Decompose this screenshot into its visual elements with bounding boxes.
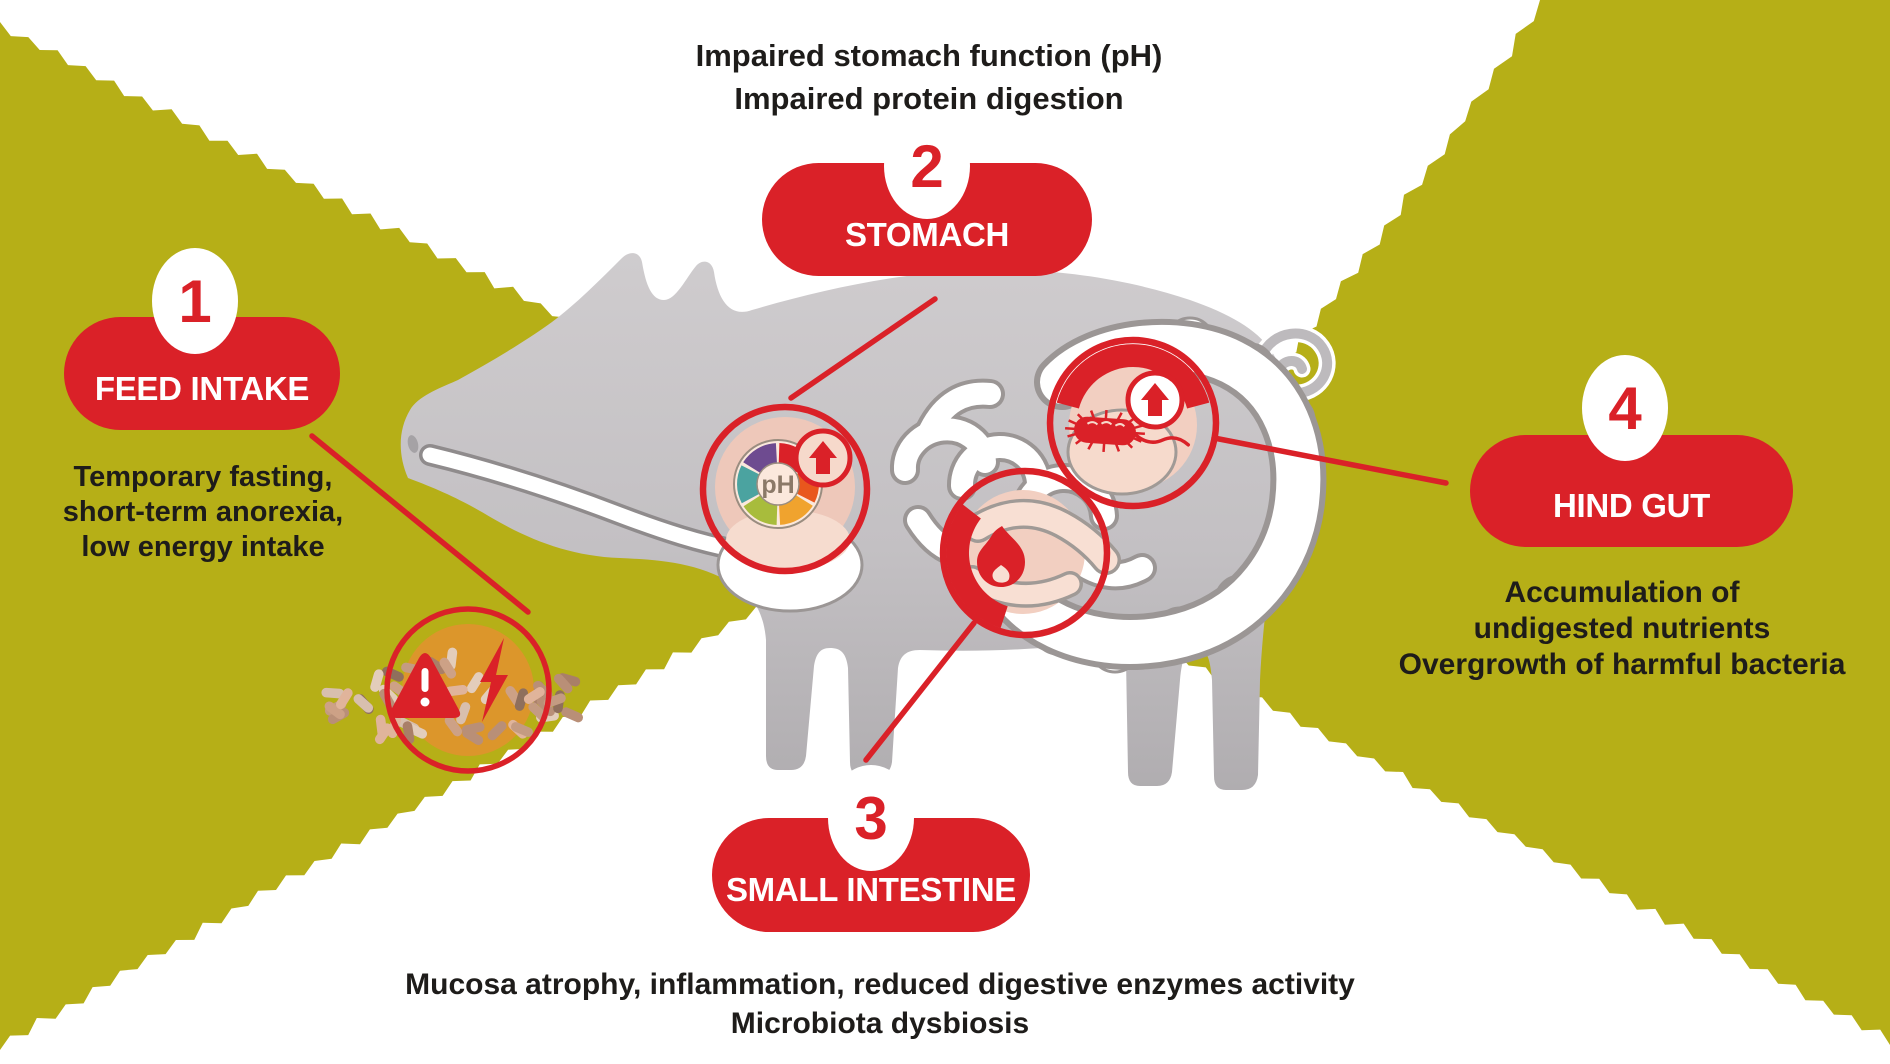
- small-intestine-highlight-circle: [939, 467, 1111, 639]
- note-line: Temporary fasting,: [73, 461, 333, 493]
- small-intestine-note: Mucosa atrophy, inflammation, reduced di…: [405, 965, 1355, 1043]
- badge-number-4: 4: [1582, 355, 1668, 461]
- leader-line-feed-intake: [309, 433, 531, 615]
- badge-small-intestine: SMALL INTESTINE: [712, 818, 1030, 932]
- up-arrow-icon: [1125, 370, 1185, 430]
- inflammation-crescent-small-intestine: [946, 504, 1008, 629]
- green-triangle-left: [0, 22, 940, 1050]
- note-line: short-term anorexia,: [62, 496, 344, 528]
- leader-line-hind-gut: [1211, 435, 1449, 486]
- flame-icon: [977, 526, 1025, 587]
- hind-gut-note: Accumulation of undigested nutrients Ove…: [1399, 575, 1846, 683]
- note-line: Microbiota dysbiosis: [730, 1007, 1030, 1040]
- note-line: undigested nutrients: [1473, 612, 1771, 645]
- pig-nostril: [407, 435, 419, 453]
- feed-warning-callout: [321, 606, 584, 774]
- badge-number-text: 2: [910, 133, 944, 200]
- badge-label: FEED INTAKE: [94, 369, 310, 407]
- note-line: Impaired protein digestion: [734, 81, 1124, 116]
- badge-number-text: 4: [1608, 375, 1642, 442]
- badge-number-3: 3: [828, 765, 914, 871]
- badge-label: SMALL INTESTINE: [725, 871, 1017, 908]
- hind-gut-highlight-circle: [1046, 336, 1220, 510]
- stomach-highlight-circle: [699, 403, 871, 575]
- badge-number-text: 1: [178, 268, 212, 335]
- esophagus-line: [419, 444, 747, 561]
- note-line: Overgrowth of harmful bacteria: [1398, 648, 1846, 681]
- leader-line-small-intestine: [863, 620, 977, 763]
- warning-circle-ring: [384, 606, 552, 774]
- badge-number-1: 1: [152, 248, 238, 354]
- badge-number-2: 2: [884, 113, 970, 219]
- badge-label: STOMACH: [844, 215, 1010, 253]
- badge-number-text: 3: [854, 785, 888, 852]
- leader-line-stomach: [788, 296, 938, 401]
- ph-label: pH: [761, 471, 794, 499]
- stomach-note: Impaired stomach function (pH) Impaired …: [696, 34, 1163, 120]
- inflammation-crescent-hindgut: [1056, 344, 1210, 409]
- note-line: Impaired stomach function (pH): [695, 38, 1163, 73]
- lightning-bolt-icon: [480, 638, 508, 722]
- note-line: low energy intake: [81, 531, 325, 563]
- note-line: Accumulation of: [1504, 576, 1740, 609]
- note-line: Mucosa atrophy, inflammation, reduced di…: [405, 968, 1355, 1001]
- up-arrow-icon: [793, 428, 853, 488]
- green-triangle-right: [1062, 0, 1890, 1045]
- feed-intake-note: Temporary fasting, short-term anorexia, …: [63, 460, 343, 565]
- warning-triangle-icon: [389, 653, 461, 718]
- bacteria-icon: [1065, 409, 1190, 453]
- badge-label: HIND GUT: [1552, 487, 1711, 524]
